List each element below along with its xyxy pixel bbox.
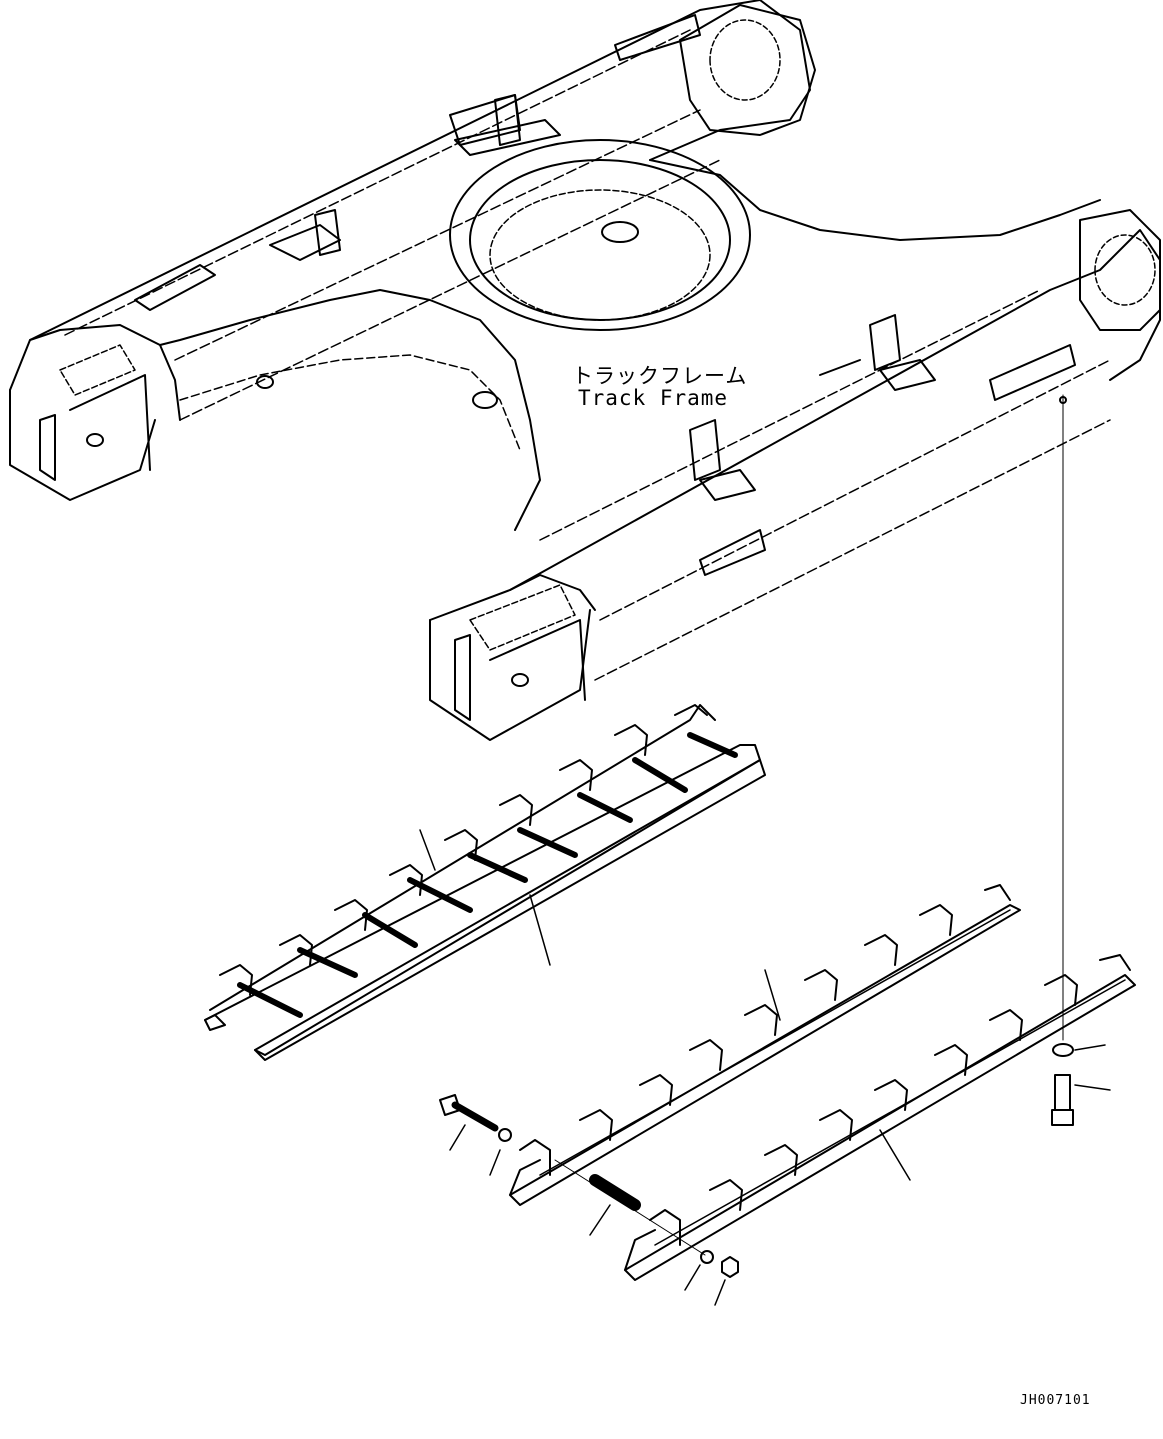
track-frame-label-jp: トラックフレーム [572, 364, 748, 388]
track-frame [9, 0, 1161, 741]
hardware [439, 394, 1111, 1306]
track-guard-assembly-left [204, 704, 766, 1061]
track-frame-label-en: Track Frame [578, 386, 729, 410]
drawing-id: JH007101 [1020, 1393, 1091, 1408]
track-guard-right [624, 954, 1136, 1281]
track-guard-middle [509, 884, 1021, 1206]
